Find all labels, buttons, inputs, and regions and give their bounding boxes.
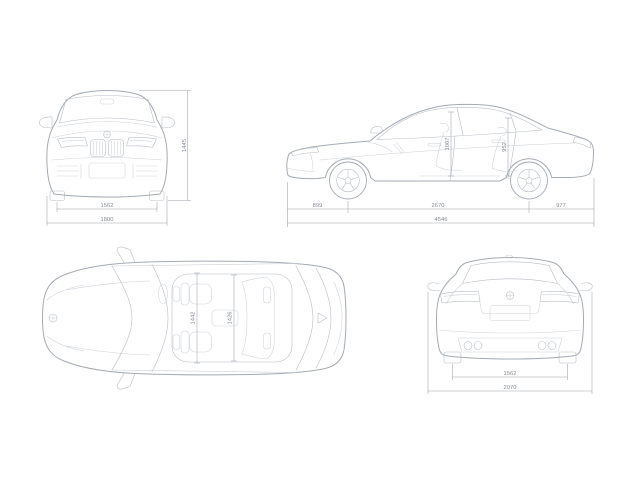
- dim-label-interior-front: 1007: [445, 138, 451, 151]
- front-body-outline: [46, 90, 168, 198]
- dim-front-height: 1445: [139, 90, 191, 201]
- dim-label-rear-width-mirrors: 2070: [504, 385, 517, 391]
- rear-mirror-right: [579, 282, 593, 291]
- front-view: [39, 90, 175, 201]
- b-pillar: [456, 107, 464, 136]
- headlight-right-inner: [129, 139, 153, 142]
- top-view: [42, 246, 347, 390]
- front-wheel-right: [149, 190, 165, 201]
- dim-label-front-track: 1562: [101, 203, 114, 209]
- kidney-grille: [90, 139, 124, 157]
- rear-view: [427, 254, 593, 364]
- top-windshield-arc: [151, 264, 169, 372]
- dim-label-rear-track: 1562: [504, 371, 517, 377]
- door-handle-front: [427, 143, 442, 147]
- front-center-intake: [88, 162, 126, 179]
- trunk-cut-left: [479, 301, 541, 314]
- taillight-right-inner: [542, 294, 577, 297]
- rear-antenna-fin: [504, 254, 515, 258]
- mirror-left: [39, 116, 53, 129]
- headlight-left-inner: [61, 139, 85, 142]
- side-body-outline: [286, 103, 594, 182]
- dim-label-interior-rear: 952: [502, 142, 508, 152]
- front-wheel-left: [49, 190, 65, 201]
- side-headlight: [290, 147, 319, 157]
- dim-label-shoulder-rear: 1426: [228, 312, 234, 325]
- dim-side-interior-rear: 952: [502, 117, 511, 177]
- mirror-right: [161, 116, 175, 129]
- rear-bumper-crease: [439, 329, 581, 334]
- bmw-roundel-rear-icon: [505, 291, 515, 300]
- side-front-wheel: [329, 161, 367, 200]
- c-pillar-divider: [509, 112, 517, 132]
- rear-door-cut: [507, 130, 517, 180]
- dim-label-rear-overhang: 977: [556, 203, 566, 209]
- side-rear-wheel: [510, 161, 548, 200]
- top-interior-seats: [158, 276, 275, 360]
- side-view: [286, 103, 594, 200]
- headlight-left: [57, 137, 88, 148]
- top-nose-line-right: [46, 335, 85, 352]
- exhaust-tips: [463, 341, 557, 350]
- top-roof-rear-arc: [295, 265, 314, 371]
- dim-label-shoulder-front: 1442: [191, 312, 197, 325]
- front-door-cut: [449, 135, 456, 181]
- dim-top-shoulder-rear: 1426: [228, 274, 237, 362]
- dim-front-width: 1800: [46, 196, 168, 226]
- rearview-mirror: [100, 98, 114, 105]
- top-glass-edge-right: [111, 369, 297, 373]
- dim-label-front-overhang: 899: [313, 203, 323, 209]
- top-body-outline: [42, 260, 347, 376]
- shark-fin-antenna: [317, 312, 328, 324]
- license-plate: [489, 305, 531, 321]
- rear-cpillar-right: [557, 283, 574, 305]
- top-rear-window-arc: [315, 267, 332, 369]
- top-trunk-edge: [333, 281, 343, 355]
- dim-front-track: 1562: [56, 202, 158, 212]
- rear-body-outline: [436, 257, 584, 360]
- front-cowl-line: [56, 121, 158, 128]
- top-hood-crease-right: [65, 345, 151, 356]
- top-mirror-right: [116, 373, 136, 390]
- bmw-roundel-icon: [103, 130, 111, 139]
- rear-diffuser: [457, 337, 563, 353]
- dim-label-wheelbase: 2670: [432, 203, 445, 209]
- dim-side-lengths: 899 2670 977 4546: [287, 178, 595, 227]
- side-interior-sketch: [367, 123, 519, 177]
- dim-label-front-width: 1800: [101, 217, 114, 223]
- dim-rear-width-mirrors: 2070: [427, 292, 593, 394]
- front-side-intakes: [56, 163, 158, 179]
- side-mirror: [370, 126, 383, 134]
- top-nose-line-left: [46, 284, 85, 301]
- rear-window: [462, 261, 558, 284]
- dim-label-overall-length: 4546: [435, 217, 448, 223]
- taillight-left-inner: [443, 294, 478, 297]
- top-cowl-arc: [111, 265, 133, 371]
- headlight-right: [126, 137, 157, 148]
- taillight-right: [539, 290, 580, 304]
- side-taillight: [572, 136, 592, 149]
- dim-top-shoulder-front: 1442: [191, 272, 200, 364]
- panoramic-roof: [171, 273, 293, 363]
- rear-cpillar-left: [446, 283, 463, 305]
- front-splitter: [287, 167, 315, 172]
- top-mirror-left: [116, 246, 136, 263]
- dim-rear-track: 1562: [452, 364, 568, 380]
- front-bumper-crease: [51, 157, 163, 161]
- taillight-left: [440, 290, 481, 304]
- top-glass-edge-left: [111, 263, 297, 267]
- side-glasshouse: [376, 107, 543, 140]
- dim-label-front-height: 1445: [182, 139, 188, 152]
- air-curtain: [309, 152, 314, 171]
- front-windshield: [59, 95, 155, 124]
- bmw-roundel-top-icon: [48, 313, 58, 323]
- character-line: [319, 142, 576, 161]
- top-hood-crease-left: [65, 280, 151, 291]
- dim-side-interior-front: 1007: [445, 111, 454, 177]
- rear-mirror-left: [427, 282, 441, 291]
